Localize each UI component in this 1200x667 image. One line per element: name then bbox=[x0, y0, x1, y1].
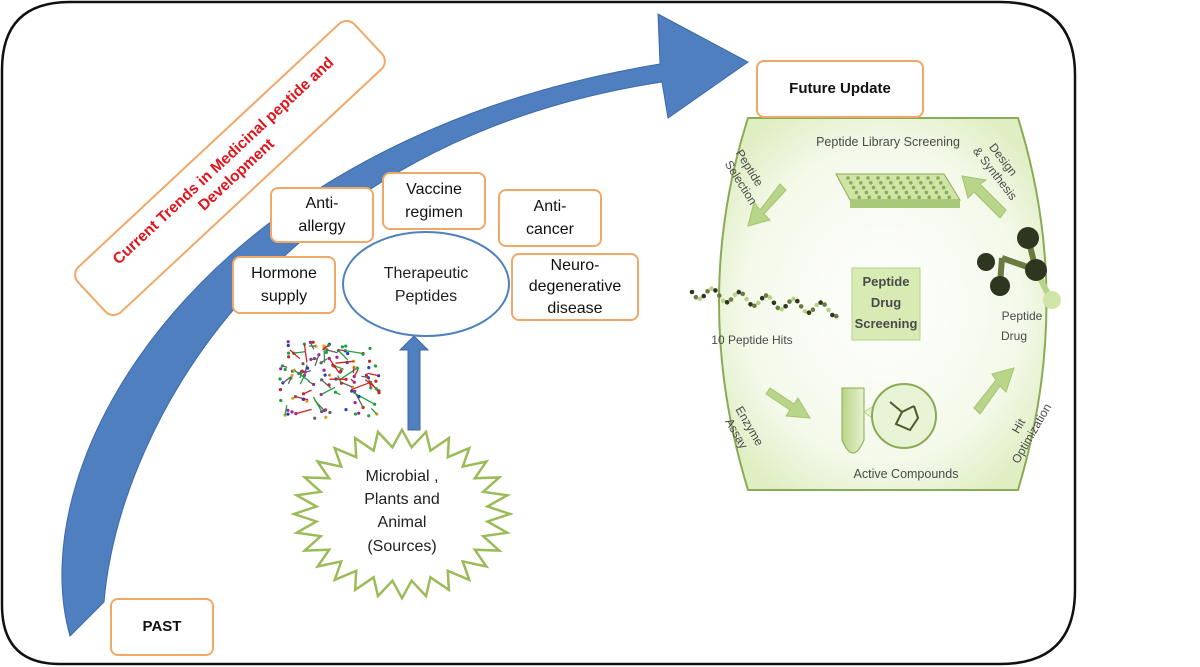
app-hormone: Hormone supply bbox=[232, 256, 336, 314]
arrow-hitopt bbox=[973, 367, 1015, 415]
microplate-image bbox=[835, 173, 961, 208]
app-allergy: Anti- allergy bbox=[270, 187, 374, 243]
arrow-enzyme bbox=[765, 387, 811, 419]
label-hits: 10 Peptide Hits bbox=[711, 333, 792, 347]
label-library: Peptide Library Screening bbox=[816, 135, 960, 149]
svg-text:Peptide: Peptide bbox=[863, 274, 910, 289]
svg-text:Drug: Drug bbox=[871, 295, 901, 310]
label-drug: Peptide Drug bbox=[1001, 309, 1043, 343]
screening-center-box bbox=[851, 267, 921, 341]
up-arrow bbox=[398, 335, 430, 431]
sources-starburst bbox=[290, 427, 514, 601]
cycle-arrows bbox=[747, 175, 1015, 419]
arrow-design bbox=[961, 175, 1007, 219]
peptide-molecule-image bbox=[278, 340, 381, 420]
arrow-selection bbox=[747, 183, 787, 227]
therapeutic-label: Therapeutic Peptides bbox=[383, 265, 469, 306]
sources-label: Microbial , Plants and Animal (Sources) bbox=[364, 468, 440, 555]
svg-text:Peptide: Peptide bbox=[1002, 309, 1043, 323]
label-active: Active Compounds bbox=[854, 467, 959, 481]
svg-text:Drug: Drug bbox=[1001, 329, 1027, 343]
svg-text:Screening: Screening bbox=[855, 316, 918, 331]
app-cancer: Anti- cancer bbox=[498, 189, 602, 247]
label-screening-center: Peptide Drug Screening bbox=[855, 274, 918, 331]
app-vaccine: Vaccine regimen bbox=[382, 172, 486, 230]
future-label: Future Update bbox=[756, 60, 924, 118]
therapeutic-ellipse bbox=[342, 231, 510, 337]
app-neuro: Neuro- degenerative disease bbox=[511, 253, 639, 321]
timeline-arrow bbox=[61, 13, 749, 637]
past-label: PAST bbox=[110, 598, 214, 656]
svg-text:Hit: Hit bbox=[1009, 416, 1029, 436]
drug-molecule-image bbox=[977, 227, 1061, 309]
peptide-hits-image bbox=[689, 286, 839, 319]
active-compounds-image bbox=[841, 383, 937, 454]
